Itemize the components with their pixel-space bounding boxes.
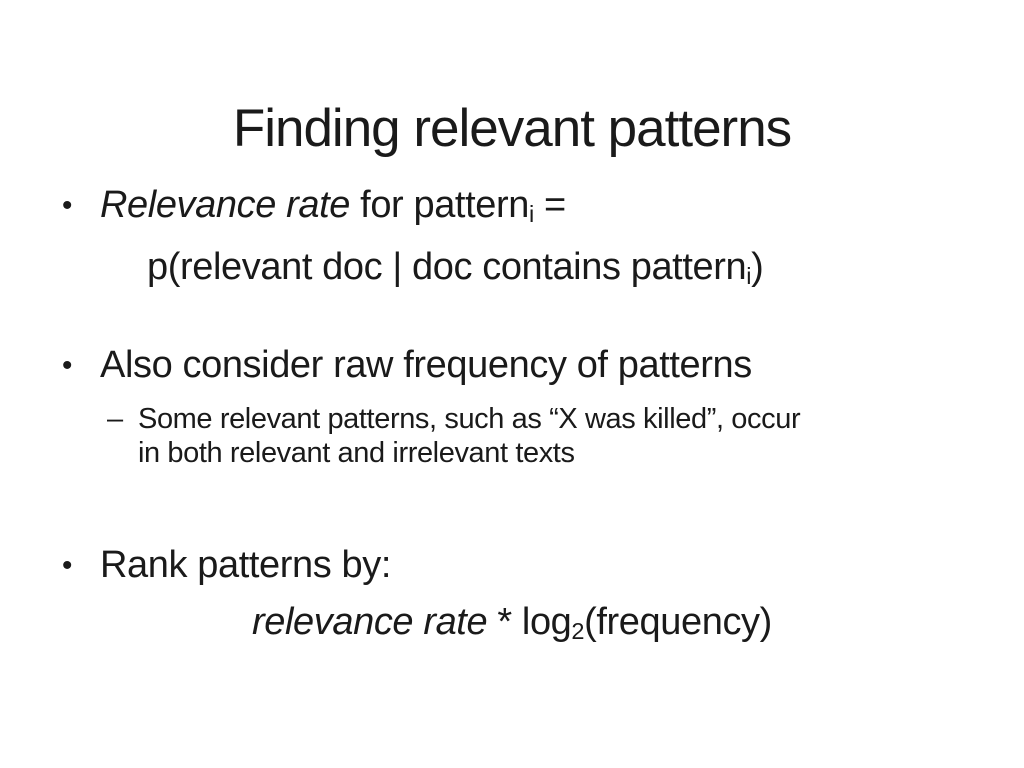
bullet-relevance-rate: • Relevance rate for patterni = xyxy=(62,183,566,229)
formula-suffix: (frequency) xyxy=(584,601,772,643)
formula-subscript: 2 xyxy=(571,618,585,645)
sub-bullet-some-patterns: – Some relevant patterns, such as “X was… xyxy=(107,402,801,470)
dash-icon: – xyxy=(107,403,123,435)
bullet1-rest: for pattern xyxy=(350,184,529,226)
ranking-formula: relevance rate * log2(frequency) xyxy=(252,600,772,646)
bullet1-suffix: = xyxy=(533,184,566,226)
bullet1-subscript: i xyxy=(528,201,534,228)
bullet2-text: Also consider raw frequency of patterns xyxy=(100,344,752,386)
formula-italic: relevance rate xyxy=(252,601,488,643)
line2-suffix: ) xyxy=(751,246,764,288)
bullet-icon: • xyxy=(62,348,72,382)
slide-title: Finding relevant patterns xyxy=(232,98,792,158)
sub-bullet-text: Some relevant patterns, such as “X was k… xyxy=(138,402,801,470)
line2-text: p(relevant doc | doc contains pattern xyxy=(147,246,747,288)
bullet-icon: • xyxy=(62,548,72,582)
bullet-rank-patterns: • Rank patterns by: xyxy=(62,543,391,589)
formula-text: * log xyxy=(487,601,572,643)
probability-expression: p(relevant doc | doc contains patterni) xyxy=(147,245,764,291)
bullet3-text: Rank patterns by: xyxy=(100,544,392,586)
sub-bullet-line-2: in both relevant and irrelevant texts xyxy=(138,437,575,469)
line2-subscript: i xyxy=(746,263,752,290)
bullet1-text: Relevance rate for patterni = xyxy=(100,184,566,226)
bullet-icon: • xyxy=(62,188,72,222)
bullet1-italic: Relevance rate xyxy=(100,184,350,226)
bullet-raw-frequency: • Also consider raw frequency of patterns xyxy=(62,343,752,389)
sub-bullet-line-1: Some relevant patterns, such as “X was k… xyxy=(138,403,801,435)
